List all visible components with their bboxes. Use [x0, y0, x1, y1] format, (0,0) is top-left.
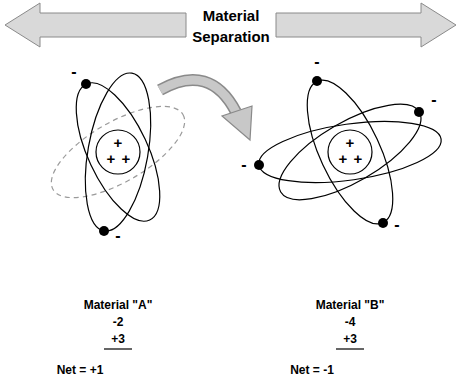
electron-charge: -	[394, 217, 399, 233]
electron-charge: -	[241, 157, 246, 173]
net-charge: Net = -1	[290, 363, 334, 377]
electron-charge: -	[314, 54, 319, 70]
charge-count: +3	[111, 332, 125, 346]
transfer-arrow	[160, 80, 252, 140]
charge-count: +3	[343, 332, 357, 346]
sum-line	[104, 348, 132, 349]
charge-count: -4	[345, 315, 356, 329]
proton-charge: +	[339, 151, 348, 166]
net-charge: Net = +1	[57, 363, 104, 377]
right-arrow	[276, 3, 456, 47]
electron-charge: -	[71, 64, 76, 80]
electron-charge: -	[431, 92, 436, 108]
proton-charge: +	[107, 151, 116, 166]
electron-charge: -	[115, 228, 120, 244]
charge-count: -2	[113, 315, 124, 329]
sum-line	[336, 348, 364, 349]
material-name: Material "B"	[316, 298, 385, 312]
proton-charge: +	[346, 135, 355, 150]
atom-b	[254, 69, 445, 236]
atom-a	[38, 68, 198, 236]
proton-charge: +	[114, 135, 123, 150]
title: Material Separation	[186, 5, 276, 47]
left-arrow	[5, 3, 186, 47]
proton-charge: +	[122, 151, 131, 166]
proton-charge: +	[354, 151, 363, 166]
material-name: Material "A"	[84, 298, 153, 312]
